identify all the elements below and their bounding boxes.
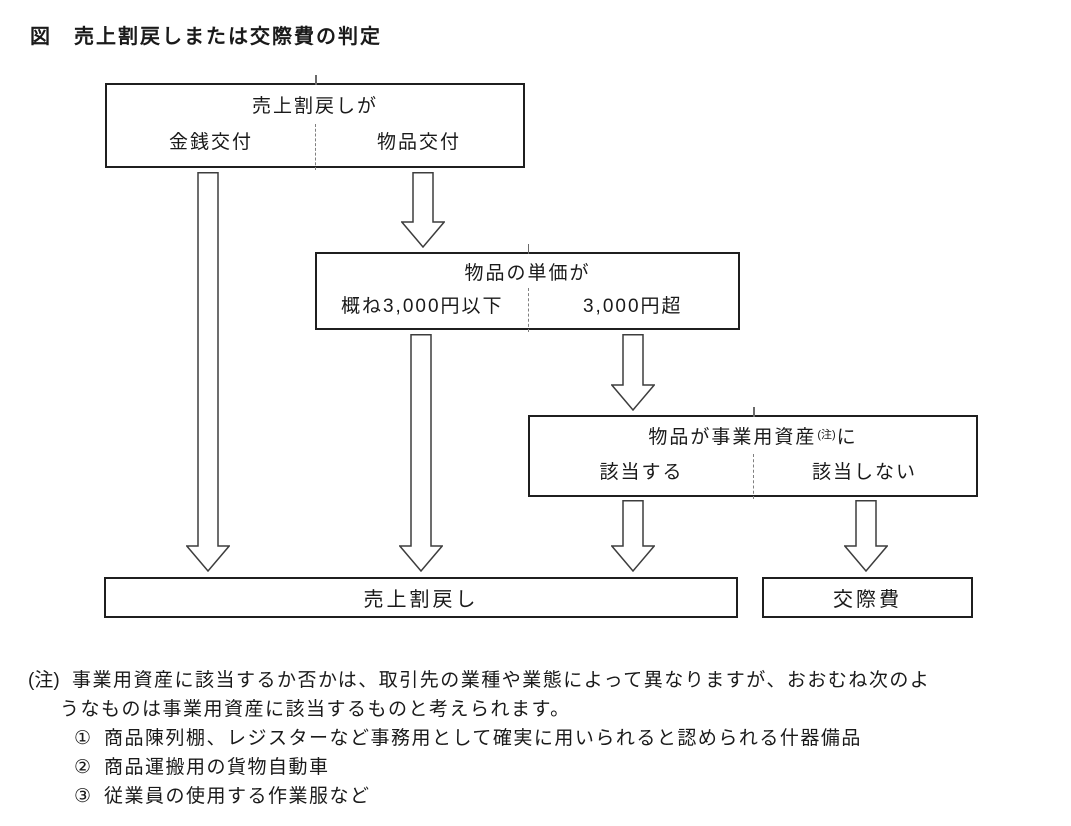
decision-box-business-asset-header: 物品が事業用資産(注)に — [530, 417, 976, 454]
divider-tick — [753, 407, 755, 417]
option-cash: 金銭交付 — [168, 132, 253, 153]
footnote-item-3: ③ 従業員の使用する作業服など — [74, 782, 1058, 811]
header-tail: に — [836, 427, 858, 448]
option-applicable: 該当する — [599, 462, 684, 483]
item-number: ② — [74, 757, 92, 778]
footnote-item-1: ① 商品陳列棚、レジスターなど事務用として確実に用いられると認められる什器備品 — [74, 724, 1058, 753]
footnote-line1: 事業用資産に該当するか否かは、取引先の業種や業態によって異なりますが、おおむね次… — [72, 670, 931, 691]
arrow-cash-to-rebate — [186, 172, 230, 572]
result-box-entertainment-expense: 交際費 — [762, 577, 973, 618]
item-text: 商品運搬用の貨物自動車 — [104, 757, 330, 778]
dashed-divider — [753, 454, 754, 499]
option-over-3000: 3,000円超 — [582, 296, 683, 317]
header-main: 物品が事業用資産 — [648, 427, 817, 448]
divider-tick — [315, 75, 317, 85]
dashed-divider — [527, 288, 529, 332]
footnote: (注) 事業用資産に該当するか否かは、取引先の業種や業態によって異なりますが、お… — [28, 666, 1058, 811]
footnote-item-2: ② 商品運搬用の貨物自動車 — [74, 753, 1058, 782]
result-box-sales-rebate: 売上割戻し — [104, 577, 738, 618]
arrow-goods-to-unit-price — [401, 172, 445, 248]
decision-box-rebate-type: 売上割戻しが 金銭交付 物品交付 — [105, 75, 525, 170]
footnote-marker: (注) — [28, 670, 60, 691]
dashed-divider — [315, 124, 316, 170]
divider-tick — [527, 244, 529, 254]
option-not-applicable: 該当しない — [811, 462, 917, 483]
item-number: ① — [74, 728, 92, 749]
arrow-over3000-to-asset — [611, 334, 655, 411]
arrow-applicable-to-rebate — [611, 500, 655, 572]
item-text: 従業員の使用する作業服など — [104, 786, 371, 807]
option-goods: 物品交付 — [376, 132, 461, 153]
item-number: ③ — [74, 786, 92, 807]
decision-box-rebate-type-header: 売上割戻しが — [251, 96, 378, 117]
decision-box-unit-price-header: 物品の単価が — [464, 262, 591, 284]
item-text: 商品陳列棚、レジスターなど事務用として確実に用いられると認められる什器備品 — [104, 728, 862, 749]
note-reference-mark: (注) — [817, 428, 836, 441]
footnote-line2: うなものは事業用資産に該当するものと考えられます。 — [60, 699, 571, 720]
decision-box-unit-price: 物品の単価が 概ね3,000円以下 3,000円超 — [315, 244, 740, 332]
option-under-3000: 概ね3,000円以下 — [340, 296, 504, 317]
arrow-notapplicable-to-entertainment — [844, 500, 888, 572]
decision-box-business-asset: 物品が事業用資産(注)に 該当する 該当しない — [528, 407, 978, 499]
arrow-under3000-to-rebate — [399, 334, 443, 572]
figure-title: 図 売上割戻しまたは交際費の判定 — [30, 26, 382, 48]
